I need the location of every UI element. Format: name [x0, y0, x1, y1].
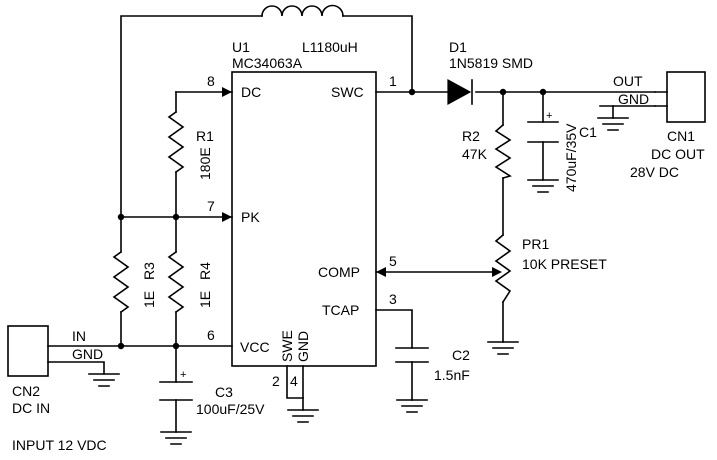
input-voltage-label: INPUT 12 VDC — [12, 437, 107, 453]
pin-comp-label: COMP — [318, 264, 360, 280]
cn2-desc: DC IN — [12, 400, 50, 416]
pin-swc-label: SWC — [331, 84, 364, 100]
resistor-r4: R4 1E — [167, 250, 213, 314]
cn2-pin-in: IN — [72, 328, 86, 344]
preset-wiper-arrow — [492, 267, 502, 277]
resistor-r1: R1 180E — [167, 110, 214, 180]
cn1-pin-out: OUT — [613, 73, 643, 89]
pin-tcap-number: 3 — [389, 291, 397, 307]
cn1-body — [666, 71, 706, 123]
pk-pin-arrow — [222, 212, 232, 222]
cn2-ref: CN2 — [12, 383, 40, 399]
resistor-r1-zigzag — [167, 110, 185, 174]
r1-ref: R1 — [196, 128, 214, 144]
cn2-pin-gnd: GND — [72, 346, 103, 362]
ground-icon — [396, 399, 428, 413]
c2-ref: C2 — [452, 347, 470, 363]
resistor-r3: R3 1E — [112, 250, 157, 314]
resistor-r3-zigzag — [112, 250, 130, 314]
c1-polarity: + — [546, 110, 552, 122]
pin-pk-label: PK — [241, 209, 260, 225]
wires — [47, 15, 656, 433]
junction-dots — [117, 88, 547, 350]
diode-triangle — [447, 78, 472, 106]
r2-value: 47K — [462, 146, 488, 162]
pin-swe-label: SWE — [279, 330, 295, 362]
capacitor-c2: C2 1.5nF — [395, 347, 470, 383]
preset-pr1: PR1 10K PRESET — [492, 233, 607, 304]
pin-gnd-label: GND — [295, 331, 311, 362]
ic-u1: U1 MC34063A DC PK VCC SWC COMP TCAP SWE … — [207, 39, 397, 389]
cn2-body — [7, 325, 49, 377]
r4-value: 1E — [197, 291, 213, 308]
ic-ref: U1 — [232, 39, 250, 55]
pin-pk-number: 7 — [207, 198, 215, 214]
pr1-value: 10K PRESET — [522, 256, 607, 272]
r1-value: 180E — [197, 147, 213, 180]
pin-dc-label: DC — [241, 84, 261, 100]
cn1-ref: CN1 — [667, 128, 695, 144]
c3-ref: C3 — [215, 384, 233, 400]
ground-icon — [287, 409, 319, 423]
cn1-pin-gnd: GND — [618, 91, 649, 107]
diode-ref: D1 — [449, 39, 467, 55]
inductor-coil — [261, 4, 344, 17]
pin-vcc-number: 6 — [207, 327, 215, 343]
diode-d1: D1 1N5819 SMD — [447, 39, 533, 106]
ground-icon — [487, 341, 519, 355]
resistor-r2-zigzag — [494, 123, 512, 179]
c1-value: 470uF/35V — [563, 123, 579, 192]
ground-icon — [160, 431, 192, 445]
pin-vcc-label: VCC — [240, 339, 270, 355]
preset-zigzag — [494, 233, 512, 304]
dc-pin-arrow — [222, 87, 232, 97]
connector-cn1: OUT GND CN1 DC OUT 28V DC — [613, 71, 706, 180]
ground-symbols — [88, 117, 629, 445]
pin-swc-number: 1 — [389, 73, 397, 89]
capacitor-c1: + 470uF/35V C1 — [527, 110, 597, 192]
pin-dc-number: 8 — [207, 73, 215, 89]
resistor-r4-zigzag — [167, 250, 185, 314]
ground-icon — [88, 373, 120, 387]
inductor-l1: L1180uH — [261, 4, 358, 55]
cn1-voltage: 28V DC — [630, 164, 679, 180]
capacitor-c3: + C3 100uF/25V — [159, 369, 265, 417]
r2-ref: R2 — [462, 128, 480, 144]
ic-part: MC34063A — [232, 55, 303, 71]
pin-gnd-number: 4 — [290, 373, 298, 389]
resistor-r2: R2 47K — [462, 123, 512, 179]
r3-ref: R3 — [141, 262, 157, 280]
comp-pin-arrow — [376, 267, 386, 277]
pin-comp-number: 5 — [389, 253, 397, 269]
inductor-label: L1180uH — [302, 39, 358, 55]
cn1-desc: DC OUT — [651, 146, 705, 162]
diode-value: 1N5819 SMD — [449, 55, 533, 71]
c3-polarity: + — [180, 369, 186, 381]
pin-tcap-label: TCAP — [322, 302, 359, 318]
ic-body — [231, 71, 377, 367]
r4-ref: R4 — [197, 262, 213, 280]
cn1-leads — [654, 91, 668, 107]
pr1-ref: PR1 — [522, 236, 549, 252]
connector-cn2: IN GND CN2 DC IN — [7, 325, 103, 416]
c3-value: 100uF/25V — [196, 401, 265, 417]
ground-icon — [527, 179, 559, 193]
pin-swe-number: 2 — [272, 373, 280, 389]
r3-value: 1E — [141, 291, 157, 308]
ground-icon — [597, 117, 629, 131]
c2-value: 1.5nF — [434, 367, 470, 383]
c1-ref: C1 — [579, 124, 597, 140]
